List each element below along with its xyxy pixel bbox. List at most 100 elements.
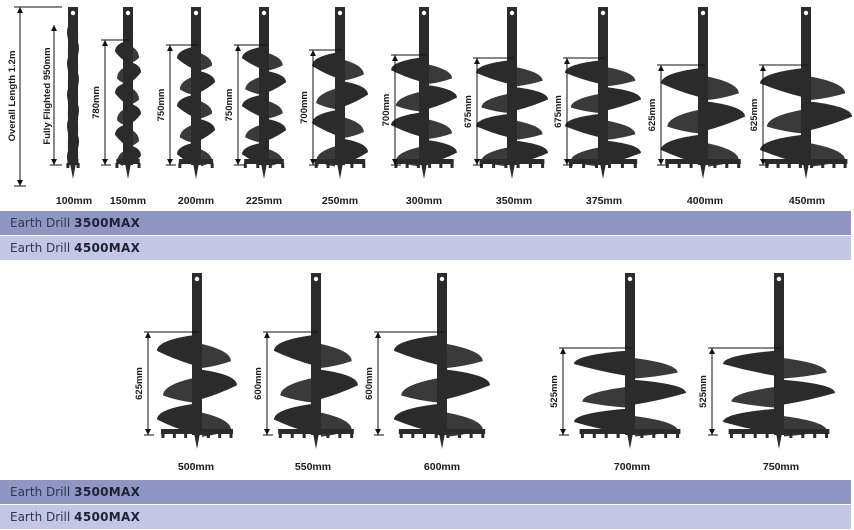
flight [67, 26, 68, 40]
tooth [821, 163, 825, 168]
auger-shaft [801, 7, 811, 165]
size-label: 450mm [789, 195, 825, 207]
tooth [713, 163, 717, 168]
flight-back [280, 378, 311, 403]
flight-back [608, 120, 636, 140]
pin-hole [509, 10, 515, 16]
tooth [434, 433, 438, 438]
dimension-marker: 780mm [91, 39, 130, 166]
flight [78, 42, 79, 56]
flight [345, 139, 368, 164]
tooth [350, 433, 354, 438]
flight [811, 101, 852, 130]
size-label: 200mm [178, 195, 214, 207]
tooth [338, 433, 342, 438]
tooth [362, 163, 366, 168]
pin-hole [125, 10, 131, 16]
pilot-point [70, 163, 76, 179]
flight [708, 101, 745, 130]
tooth [411, 433, 415, 438]
flight [760, 135, 801, 164]
band-model: 4500MAX [74, 241, 141, 255]
flight-back [517, 67, 543, 87]
dimension-label: 700mm [381, 94, 392, 127]
flight-back [316, 88, 335, 109]
band-model: 3500MAX [74, 216, 141, 230]
dimension-marker: 675mm [553, 57, 605, 166]
size-label: 225mm [246, 195, 282, 207]
pin-hole [439, 276, 445, 282]
tooth [326, 433, 330, 438]
pilot-point [700, 163, 706, 179]
flight [115, 125, 123, 144]
auger-base [244, 159, 284, 164]
flight [723, 350, 774, 376]
flight-back [201, 101, 213, 119]
dimension-marker: 675mm [463, 57, 514, 166]
auger-shaft [311, 273, 321, 435]
tooth [725, 163, 729, 168]
tooth [604, 433, 608, 438]
flight-back [202, 344, 231, 369]
auger-shaft [123, 7, 133, 165]
tooth [256, 163, 260, 168]
band-model: 4500MAX [74, 510, 141, 524]
tooth [765, 433, 769, 438]
tooth [416, 163, 420, 168]
auger-shaft [259, 7, 269, 165]
auger-shaft [774, 273, 784, 435]
dimension-marker: 700mm [381, 54, 426, 166]
auger-shaft [598, 7, 608, 165]
flight-back [429, 64, 453, 84]
tooth [243, 163, 247, 168]
tooth [677, 163, 681, 168]
flight-back [708, 76, 739, 100]
auger-base [116, 159, 140, 164]
tooth [326, 163, 330, 168]
flight [177, 47, 191, 68]
tooth [729, 433, 733, 438]
pilot-point [776, 433, 782, 449]
dimension-marker: 750mm [156, 44, 198, 166]
tooth [302, 433, 306, 438]
tooth [516, 163, 520, 168]
size-label: 500mm [178, 461, 214, 473]
flight [345, 81, 368, 107]
flight [67, 119, 68, 134]
auger-base [398, 429, 486, 434]
flight-back [163, 378, 192, 403]
tooth [528, 163, 532, 168]
tooth [492, 163, 496, 168]
tooth [595, 163, 599, 168]
dimension-marker: 600mm [253, 331, 318, 436]
band-prefix: Earth Drill [10, 510, 71, 524]
flight [429, 140, 457, 164]
flight [723, 408, 774, 434]
flight-back [481, 94, 507, 113]
pin-hole [194, 276, 200, 282]
tooth [607, 163, 611, 168]
flight [608, 140, 641, 164]
size-label: 100mm [56, 195, 92, 207]
size-label: 150mm [110, 195, 146, 207]
tooth [218, 433, 222, 438]
tooth [616, 433, 620, 438]
flight [635, 379, 686, 405]
auger-base [728, 429, 830, 434]
flight [177, 143, 191, 164]
dimension-label: 675mm [553, 95, 564, 128]
flight [476, 114, 507, 137]
auger-shaft [191, 7, 201, 165]
auger-base [568, 159, 638, 164]
flight [447, 369, 490, 399]
tooth [439, 163, 443, 168]
tooth [184, 433, 188, 438]
flight-back [570, 94, 598, 113]
tooth [469, 433, 473, 438]
